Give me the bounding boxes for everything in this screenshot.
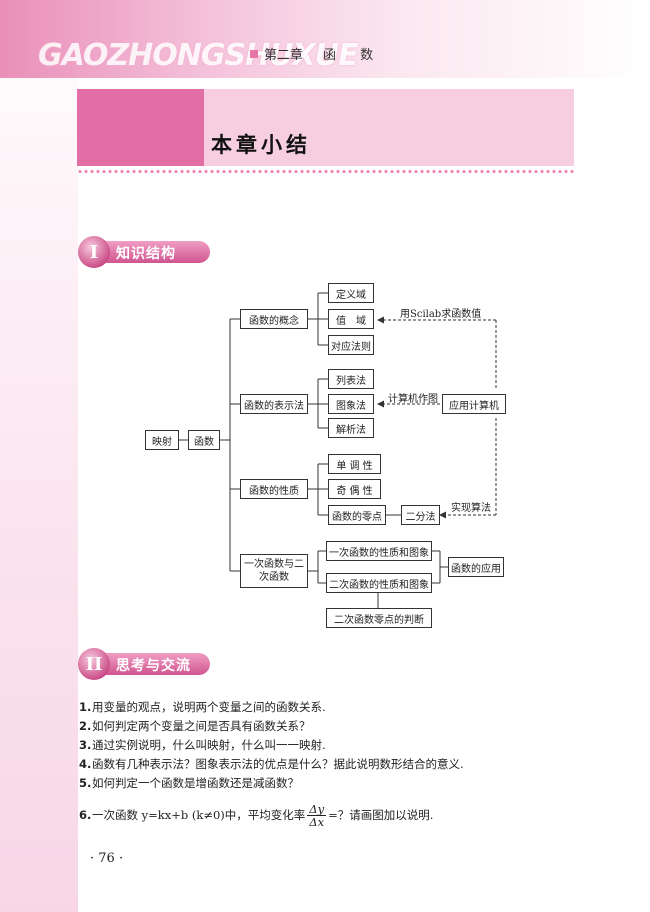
section-heading-knowledge: I 知识结构 xyxy=(78,236,218,270)
node-function-representation: 函数的表示法 xyxy=(240,394,308,414)
fraction-numerator: Δy xyxy=(307,801,327,816)
question-number: 5. xyxy=(79,775,92,790)
question-item: 3. 通过实例说明，什么叫映射，什么叫一一映射. xyxy=(79,735,599,754)
question-text: 如何判定两个变量之间是否具有函数关系？ xyxy=(92,718,311,733)
node-bisection: 二分法 xyxy=(401,505,440,525)
question-text-pre: 一次函数 y=kx+b (k≠0)中，平均变化率 xyxy=(92,808,306,822)
question-item: 5. 如何判定一个函数是增函数还是减函数？ xyxy=(79,773,599,792)
node-range: 值 域 xyxy=(328,309,374,329)
node-mapping: 映射 xyxy=(145,430,179,450)
question-text-post: =？请画图加以说明. xyxy=(328,808,434,822)
chapter-number: 第二章 xyxy=(264,48,304,63)
node-domain: 定义域 xyxy=(328,283,374,303)
header-band xyxy=(0,0,650,78)
question-number: 2. xyxy=(79,718,92,733)
node-linear-quadratic: 一次函数与二次函数 xyxy=(240,554,308,588)
node-function-properties: 函数的性质 xyxy=(240,479,308,499)
page-number: · 76 · xyxy=(90,851,124,866)
section-number-badge: I xyxy=(78,236,110,268)
section-heading-discussion: II 思考与交流 xyxy=(78,648,218,682)
fraction-denominator: Δx xyxy=(309,814,325,829)
note-computer-plot: 计算机作图 xyxy=(388,394,438,405)
left-margin-gradient xyxy=(0,0,78,912)
node-graph-method: 图象法 xyxy=(328,394,374,414)
node-monotonicity: 单 调 性 xyxy=(328,454,381,474)
brand-wordmark: GAOZHONGSHUXUE xyxy=(38,38,359,73)
section-number-badge: II xyxy=(78,648,110,680)
section-label: 知识结构 xyxy=(116,246,176,262)
note-implement-algorithm: 实现算法 xyxy=(451,503,491,514)
question-item: 4. 函数有几种表示法？图象表示法的优点是什么？据此说明数形结合的意义. xyxy=(79,754,599,773)
node-analytic-method: 解析法 xyxy=(328,418,374,438)
title-banner: 本章小结 xyxy=(77,89,574,166)
node-function: 函数 xyxy=(188,430,220,450)
node-parity: 奇 偶 性 xyxy=(328,479,381,499)
question-number: 6. xyxy=(79,808,92,822)
question-item: 6. 一次函数 y=kx+b (k≠0)中，平均变化率 Δy Δx =？请画图加… xyxy=(79,796,599,834)
question-number: 4. xyxy=(79,756,92,771)
title-accent-block xyxy=(77,89,204,166)
question-number: 1. xyxy=(79,699,92,714)
node-computer-application: 应用计算机 xyxy=(442,394,506,414)
section-pill xyxy=(86,241,210,263)
question-text: 用变量的观点，说明两个变量之间的函数关系. xyxy=(92,699,326,714)
node-tabular-method: 列表法 xyxy=(328,369,374,389)
chapter-title: 函 数 xyxy=(323,48,384,63)
dotted-divider xyxy=(77,169,574,174)
node-correspondence-rule: 对应法则 xyxy=(328,335,374,355)
node-function-concept: 函数的概念 xyxy=(240,309,308,329)
question-text: 如何判定一个函数是增函数还是减函数？ xyxy=(92,775,299,790)
question-list: 1. 用变量的观点，说明两个变量之间的函数关系. 2. 如何判定两个变量之间是否… xyxy=(79,697,599,834)
question-item: 2. 如何判定两个变量之间是否具有函数关系？ xyxy=(79,716,599,735)
question-text: 通过实例说明，什么叫映射，什么叫一一映射. xyxy=(92,737,326,752)
question-item: 1. 用变量的观点，说明两个变量之间的函数关系. xyxy=(79,697,599,716)
fraction: Δy Δx xyxy=(307,801,327,829)
node-quadratic-zero: 二次函数零点的判断 xyxy=(326,608,432,628)
node-function-application: 函数的应用 xyxy=(448,557,504,577)
node-quadratic-properties: 二次函数的性质和图象 xyxy=(326,573,432,593)
node-function-zero: 函数的零点 xyxy=(328,505,386,525)
question-text: 函数有几种表示法？图象表示法的优点是什么？据此说明数形结合的意义. xyxy=(92,756,464,771)
section-label: 思考与交流 xyxy=(116,658,191,674)
node-linear-properties: 一次函数的性质和图象 xyxy=(326,541,432,561)
question-number: 3. xyxy=(79,737,92,752)
bullet-square-icon xyxy=(250,49,258,58)
chapter-tag: 第二章 函 数 xyxy=(250,44,383,63)
section-pill xyxy=(86,653,210,675)
note-scilab: 用Scilab求函数值 xyxy=(400,309,482,320)
page-title: 本章小结 xyxy=(211,133,311,157)
